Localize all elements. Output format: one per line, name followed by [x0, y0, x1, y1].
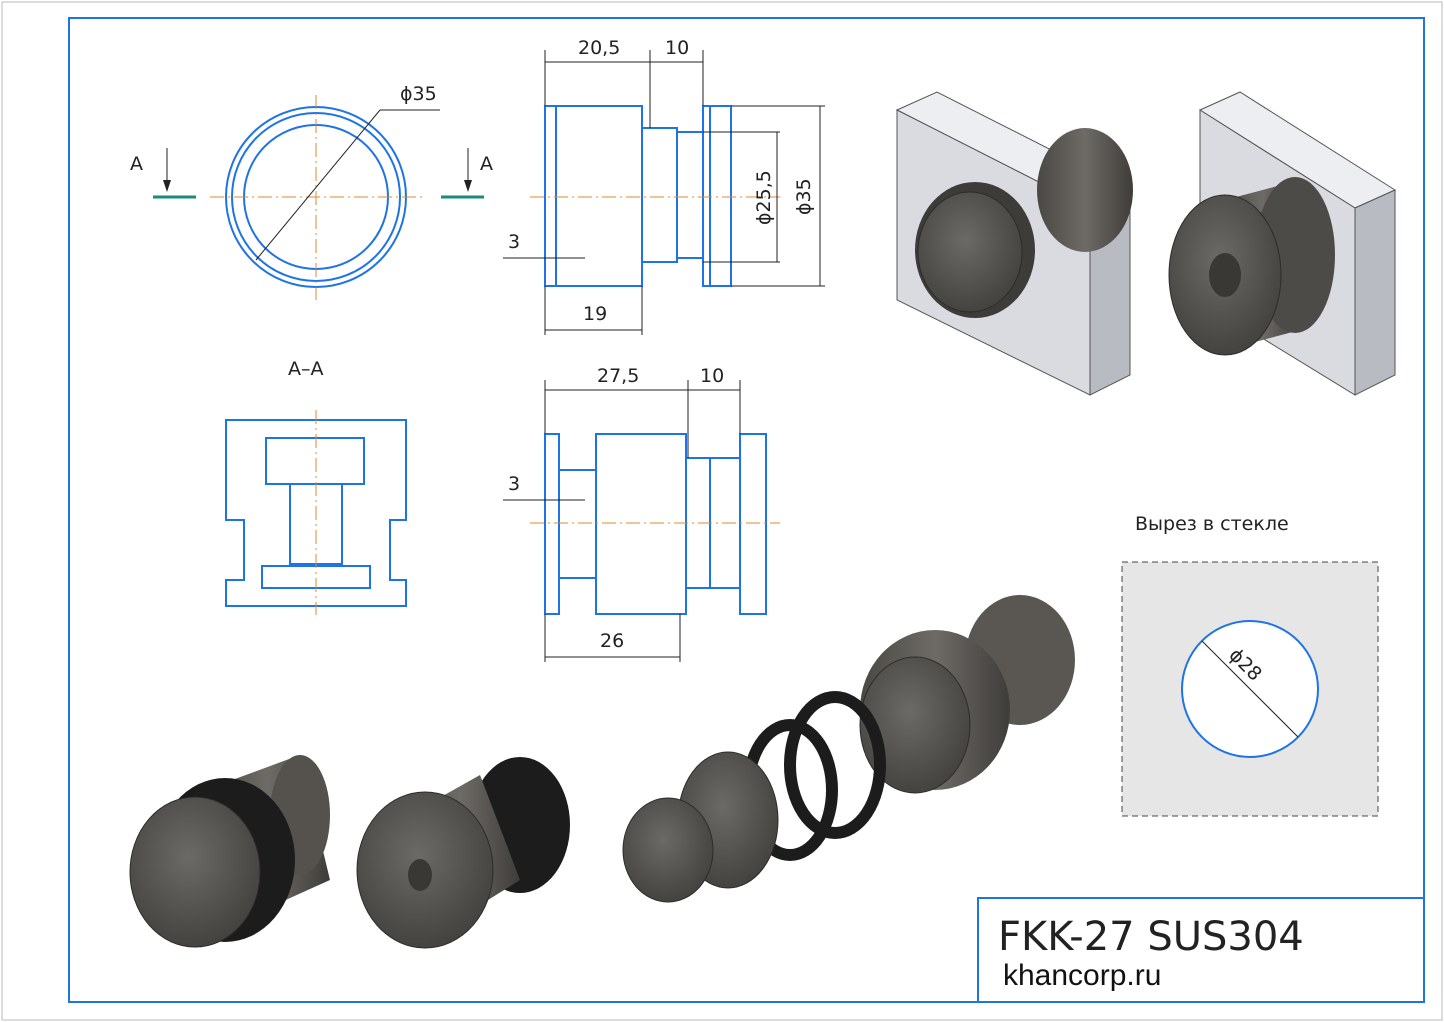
section-title: A–A: [288, 358, 324, 380]
section-letter-right: A: [480, 153, 493, 175]
glass-cutout: Вырез в стекле ϕ28: [1121, 513, 1379, 817]
glass-cutout-title: Вырез в стекле: [1135, 513, 1289, 535]
dim-26: 26: [600, 630, 624, 652]
section-a-a: A–A: [225, 358, 407, 615]
dim-10: 10: [665, 37, 689, 59]
render-mounted-back: [1168, 91, 1397, 396]
dim-dia-35: ϕ35: [793, 178, 815, 215]
render-assembled-back: [356, 757, 570, 949]
dim-dia-25-5: ϕ25,5: [753, 170, 775, 225]
website-link[interactable]: khancorp.ru: [1003, 959, 1161, 992]
dim-3: 3: [508, 231, 520, 253]
render-mounted-front: [895, 91, 1133, 396]
side-view-1: 20,5 10 3 19 ϕ25,5 ϕ35: [503, 37, 825, 335]
model-name: FKK-27 SUS304: [998, 914, 1304, 960]
drawing-frame: [68, 17, 1425, 1003]
dim-3-b: 3: [508, 473, 520, 495]
section-letter-left: A: [130, 153, 143, 175]
title-block: FKK-27 SUS304 khancorp.ru: [977, 897, 1425, 1003]
render-exploded: [622, 595, 1075, 903]
side-view-2: 27,5 10 3 26: [503, 365, 780, 662]
dim-20-5: 20,5: [578, 37, 620, 59]
render-assembled-front: [129, 755, 330, 948]
diameter-label: ϕ35: [400, 83, 437, 105]
dim-19: 19: [583, 303, 607, 325]
dim-27-5: 27,5: [597, 365, 639, 387]
dim-10-b: 10: [700, 365, 724, 387]
top-view: ϕ35 A A: [130, 83, 493, 300]
